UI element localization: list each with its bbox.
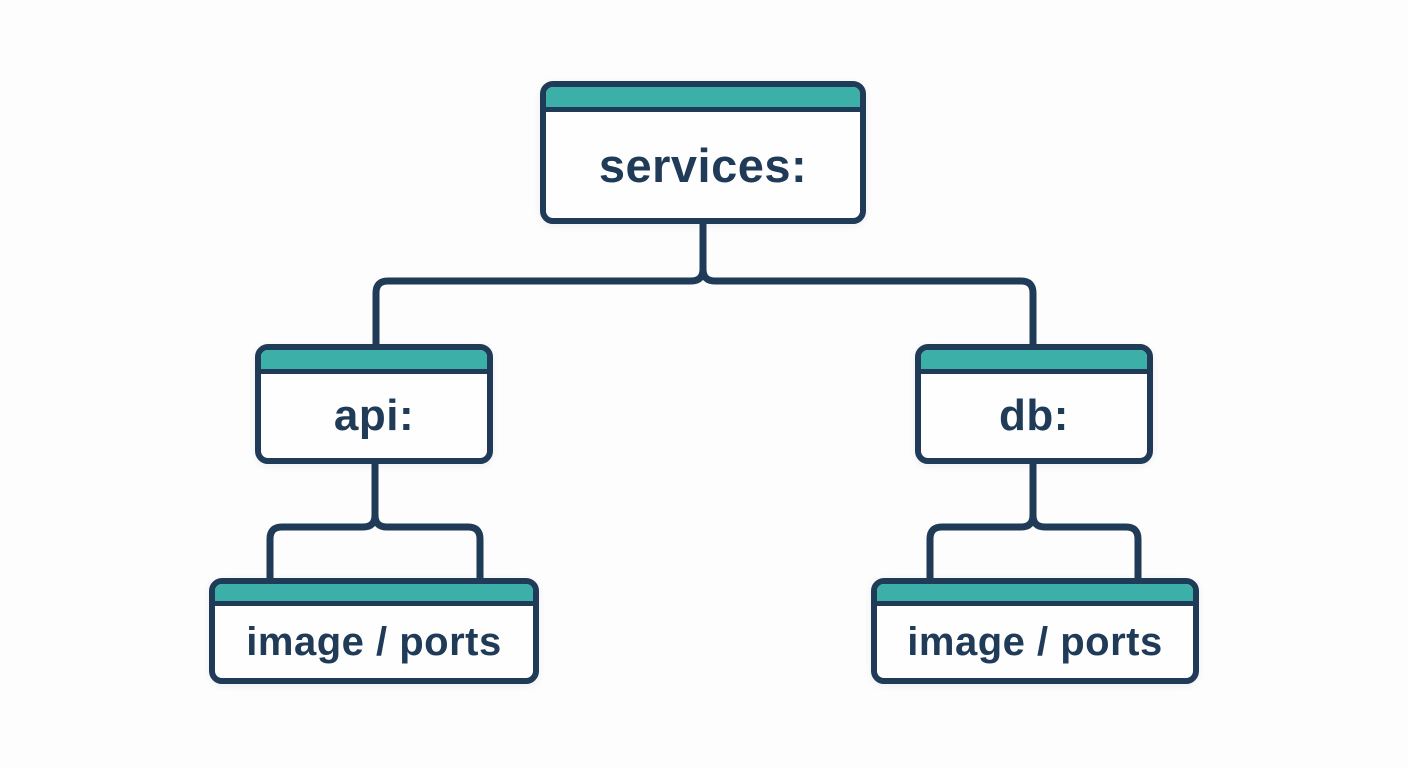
node-services-header-bar — [546, 87, 860, 112]
node-api-detail-label: image / ports — [246, 620, 502, 664]
node-db-detail-label: image / ports — [907, 620, 1163, 664]
node-services: services: — [540, 81, 866, 224]
node-services-label: services: — [598, 138, 808, 192]
node-db: db: — [915, 344, 1153, 464]
edge-api-detail-left — [266, 461, 379, 581]
node-api: api: — [255, 344, 493, 464]
edge-services-db — [699, 224, 1037, 347]
node-services-body: services: — [546, 112, 860, 218]
edge-db-detail-right — [1029, 461, 1142, 581]
node-api-detail-header-bar — [215, 584, 533, 606]
node-db-header-bar — [921, 350, 1147, 374]
edge-api-detail-right — [371, 461, 484, 581]
node-api-detail: image / ports — [209, 578, 539, 684]
edge-db-detail-left — [926, 461, 1037, 581]
edge-services-api — [372, 224, 707, 347]
node-api-body: api: — [261, 374, 487, 458]
node-db-detail-body: image / ports — [877, 606, 1193, 678]
node-api-detail-body: image / ports — [215, 606, 533, 678]
node-db-label: db: — [999, 391, 1069, 440]
node-api-header-bar — [261, 350, 487, 374]
node-db-body: db: — [921, 374, 1147, 458]
node-api-label: api: — [333, 391, 415, 440]
node-db-detail-header-bar — [877, 584, 1193, 606]
node-db-detail: image / ports — [871, 578, 1199, 684]
